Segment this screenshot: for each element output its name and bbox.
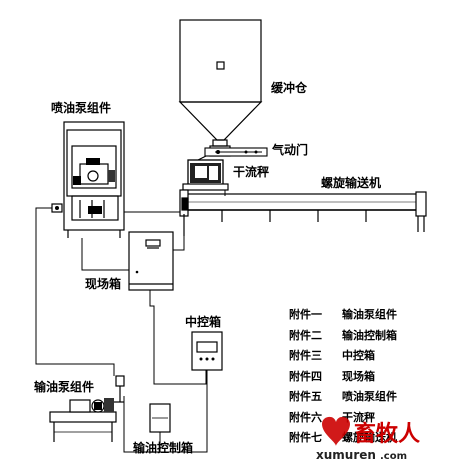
label-buffer-bin: 缓冲仓 [271, 80, 308, 95]
label-central-control-box: 中控箱 [185, 314, 221, 329]
watermark-logo: 畜牧人 xumuren .com [316, 416, 420, 462]
connecting-cables [35, 207, 208, 453]
legend-num: 附件三 [289, 348, 322, 362]
oil-pump-assembly [49, 375, 125, 442]
flow-scale [182, 159, 229, 196]
label-flow-scale: 干流秤 [233, 164, 269, 179]
label-spray-pump-assembly: 喷油泵组件 [51, 100, 111, 115]
legend-name: 干流秤 [342, 410, 375, 424]
label-field-box: 现场箱 [85, 276, 121, 291]
screw-conveyor [179, 189, 427, 236]
legend-num: 附件五 [289, 389, 322, 403]
legend-num: 附件四 [289, 369, 322, 383]
legend-name: 现场箱 [342, 369, 375, 383]
central-control-box [191, 331, 223, 371]
legend: 附件一 输油泵组件 附件二 输油控制箱 附件三 中控箱 附件四 现场箱 附件五 … [289, 307, 397, 444]
legend-name: 输油泵组件 [342, 307, 397, 321]
label-oil-pump-assembly: 输油泵组件 [34, 379, 94, 394]
watermark-en: xumuren [316, 448, 376, 462]
legend-num: 附件六 [289, 410, 322, 424]
watermark-domain: .com [380, 451, 407, 462]
watermark-cn: 畜牧人 [354, 421, 420, 447]
legend-num: 附件七 [289, 430, 322, 444]
spray-pump-assembly [51, 121, 125, 238]
buffer-bin [178, 19, 263, 157]
label-oil-control-box: 输油控制箱 [133, 440, 193, 455]
legend-num: 附件一 [289, 307, 322, 321]
legend-name: 螺旋输送机 [342, 430, 397, 444]
label-pneumatic-gate: 气动门 [271, 142, 308, 157]
pneumatic-gate [197, 147, 268, 161]
legend-name: 中控箱 [342, 348, 375, 362]
legend-name: 输油控制箱 [342, 328, 397, 342]
field-box [128, 231, 174, 291]
label-screw-conveyor: 螺旋输送机 [321, 175, 381, 190]
oil-control-box [149, 403, 171, 433]
legend-num: 附件二 [289, 328, 322, 342]
heart-logo-icon [322, 416, 350, 446]
legend-name: 喷油泵组件 [342, 389, 397, 403]
